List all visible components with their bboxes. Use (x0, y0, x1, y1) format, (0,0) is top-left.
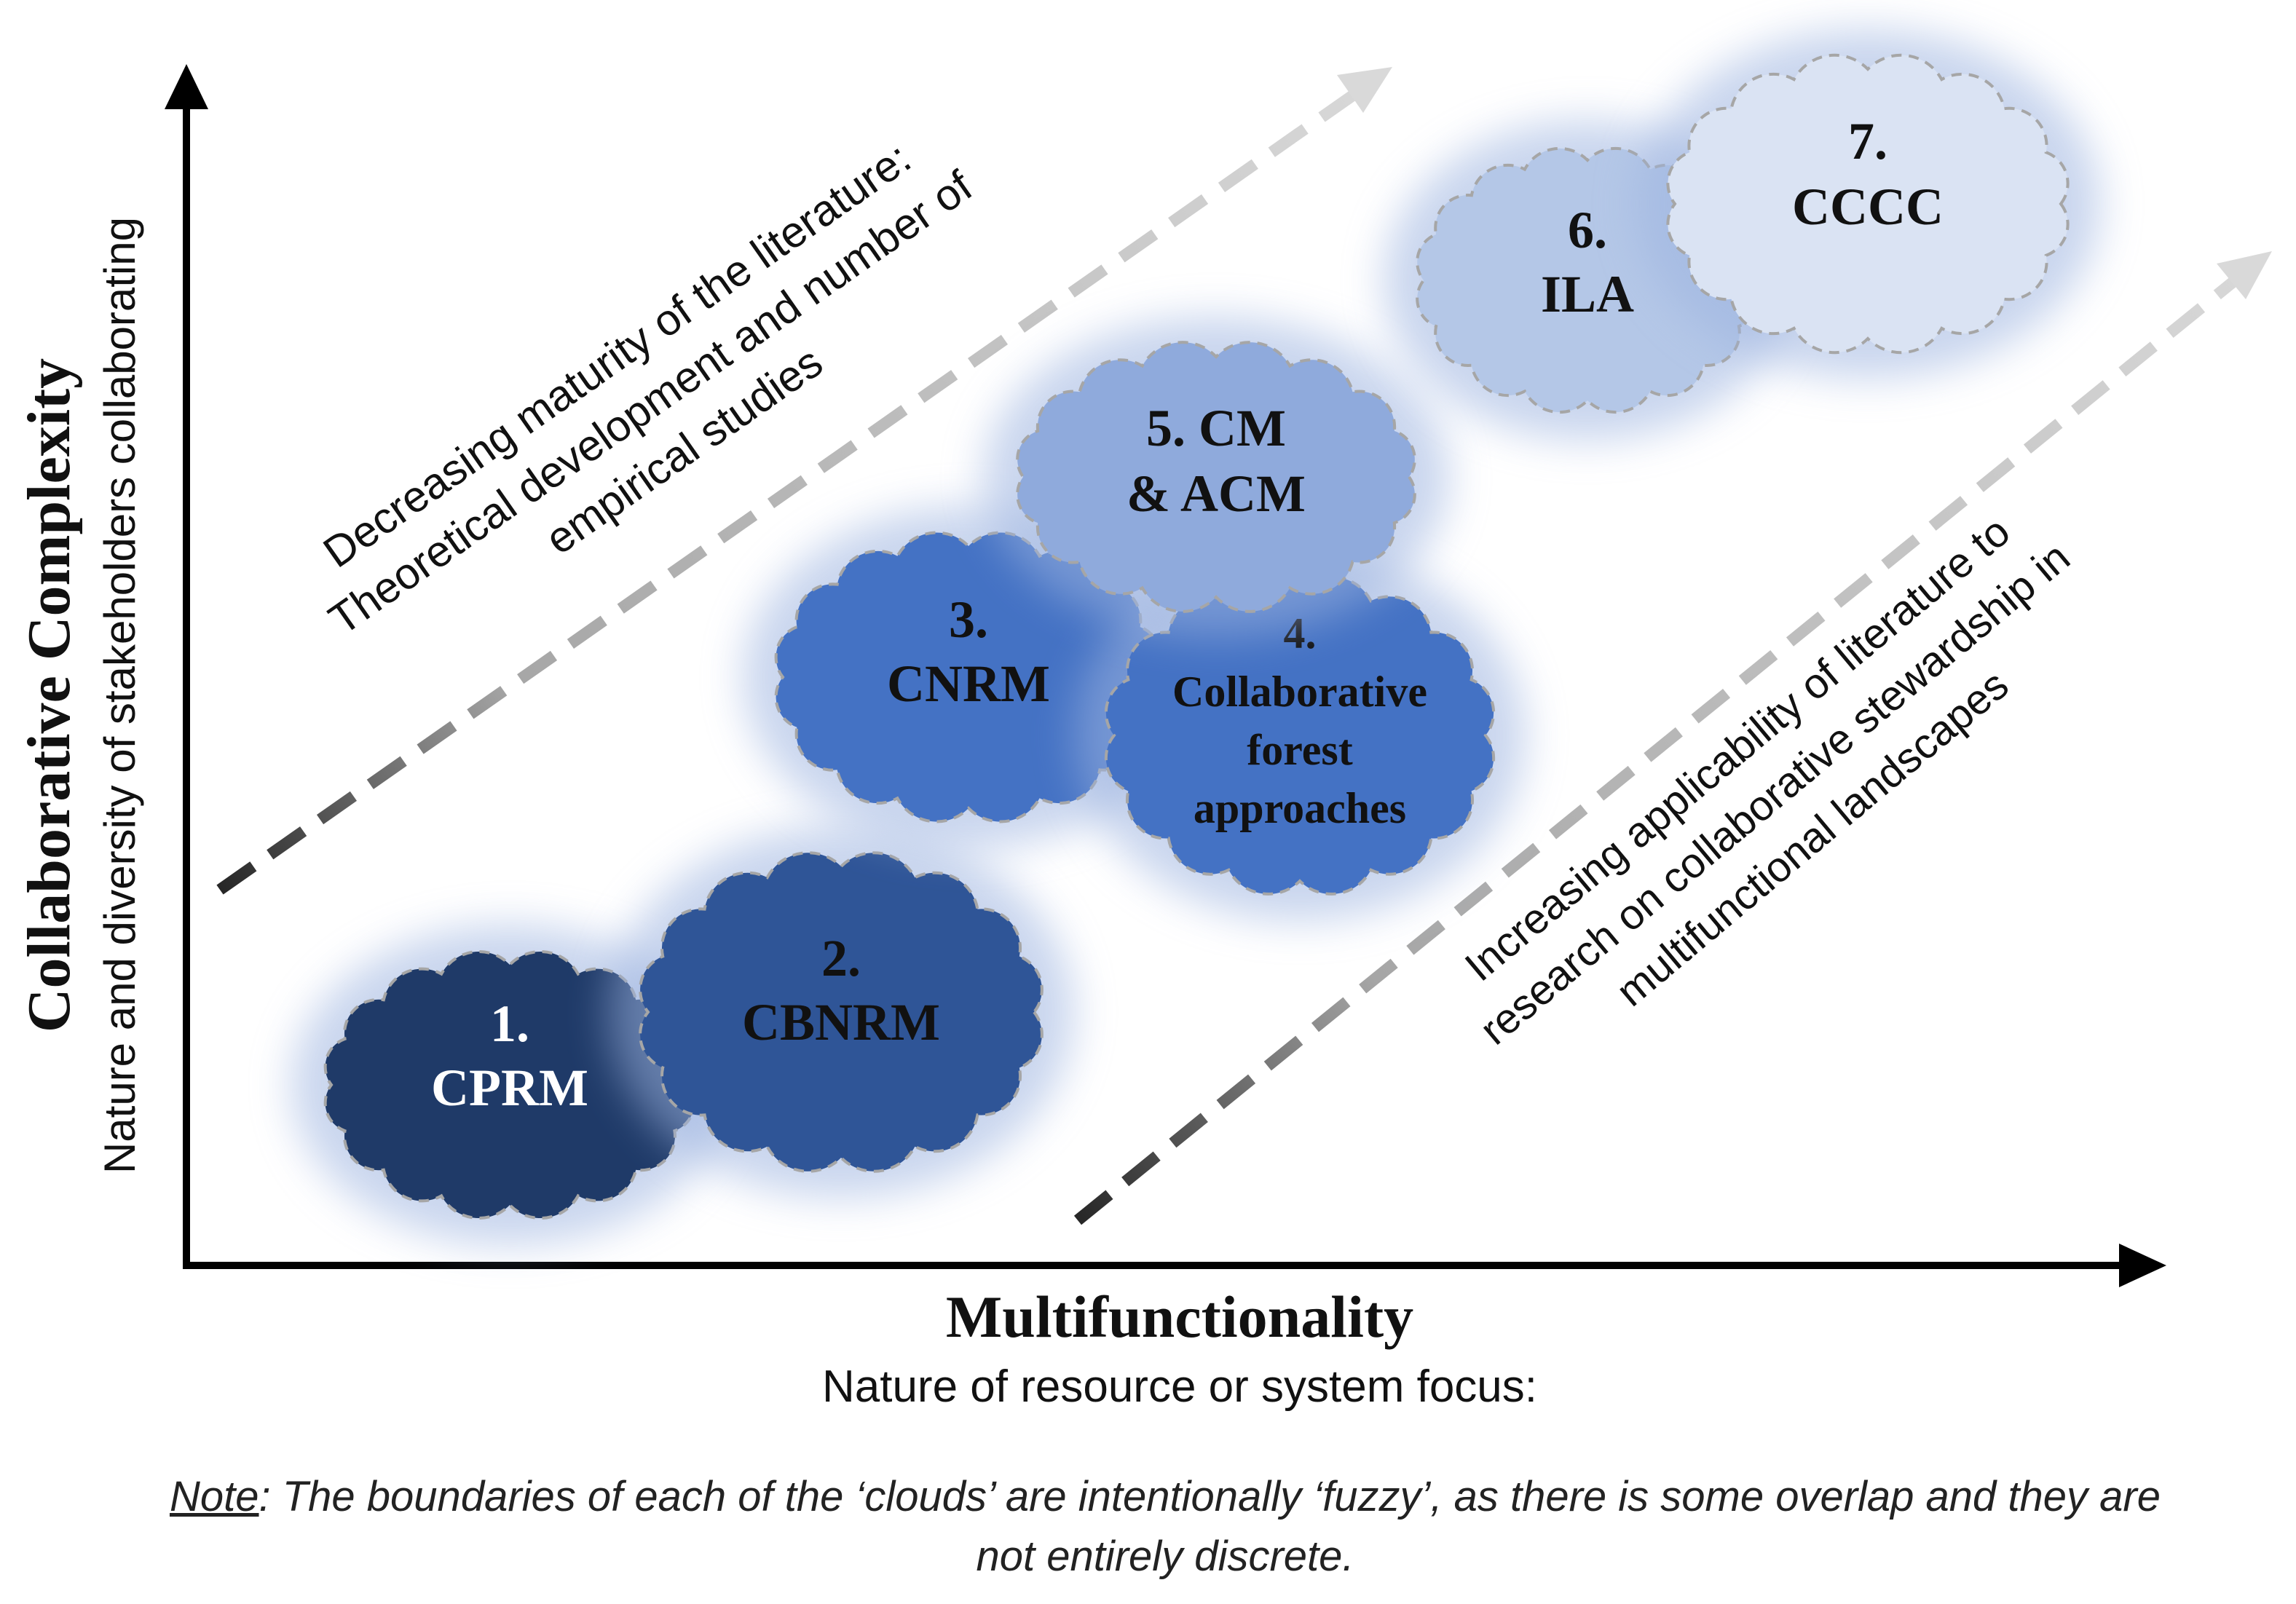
cloud-3-label: 3. CNRM (887, 590, 1050, 713)
axes (165, 64, 2166, 1287)
cloud-2-label: 2. CBNRM (742, 929, 940, 1051)
y-axis-subtitle: Nature and diversity of stakeholders col… (95, 217, 144, 1174)
cloud-5-label-line: 5. CM (1146, 399, 1286, 457)
cloud-1-shape (323, 949, 696, 1220)
lower-annotation-line-2: research on collaborative stewardship in (1471, 534, 2079, 1054)
lower-arrow-annotation: Increasing applicability of literature t… (1456, 507, 2079, 1054)
y-axis-arrowhead (165, 64, 208, 109)
cloud-3-label-line: 3. (949, 590, 988, 649)
x-axis-subtitle: Nature of resource or system focus: (822, 1362, 1537, 1412)
cloud-1: 1. CPRM (291, 925, 728, 1245)
cloud-7: 7. CCCC (1635, 29, 2101, 379)
cloud-6-label: 6. ILA (1541, 201, 1634, 323)
cloud-5-shape (1016, 341, 1416, 613)
x-axis-arrowhead (2119, 1244, 2166, 1287)
cloud-4-shape (1104, 575, 1496, 896)
cloud-1-label-line: CPRM (431, 1059, 588, 1117)
cloud-5: 5. CM & ACM (983, 317, 1449, 637)
footnote-key: Note (169, 1473, 259, 1520)
cloud-2-label-line: CBNRM (742, 993, 940, 1051)
footnote: Note: The boundaries of each of the ‘clo… (146, 1467, 2185, 1587)
cloud-3-label-line: CNRM (887, 655, 1050, 713)
cloud-4-label-line: forest (1247, 726, 1353, 774)
lower-trend-arrow (1073, 251, 2272, 1225)
cloud-7-label-line: 7. (1848, 112, 1887, 170)
cloud-4-label-line: Collaborative (1172, 668, 1427, 716)
lower-arrowhead (2217, 251, 2272, 299)
cloud-6-label-line: ILA (1541, 265, 1634, 323)
upper-arrowhead (1337, 67, 1392, 113)
cloud-6-label-line: 6. (1568, 201, 1607, 259)
footnote-text: : The boundaries of each of the ‘clouds’… (259, 1473, 2161, 1580)
cloud-5-label: 5. CM & ACM (1127, 399, 1306, 523)
cloud-2: 2. CBNRM (608, 826, 1074, 1198)
cloud-4-label-line: approaches (1194, 784, 1406, 832)
cloud-1-label-line: 1. (490, 995, 529, 1053)
cloud-5-label-line: & ACM (1127, 465, 1306, 523)
y-axis-title: Collaborative Complexity (15, 358, 83, 1032)
cloud-7-shape (1666, 53, 2070, 355)
cloud-7-label-line: CCCC (1792, 178, 1944, 236)
cloud-2-shape (639, 851, 1044, 1173)
cloud-1-label: 1. CPRM (431, 995, 588, 1117)
cloud-7-label: 7. CCCC (1792, 112, 1944, 236)
x-axis-title: Multifunctionality (946, 1284, 1413, 1350)
upper-trend-arrow (216, 67, 1392, 895)
cloud-2-label-line: 2. (821, 929, 861, 987)
